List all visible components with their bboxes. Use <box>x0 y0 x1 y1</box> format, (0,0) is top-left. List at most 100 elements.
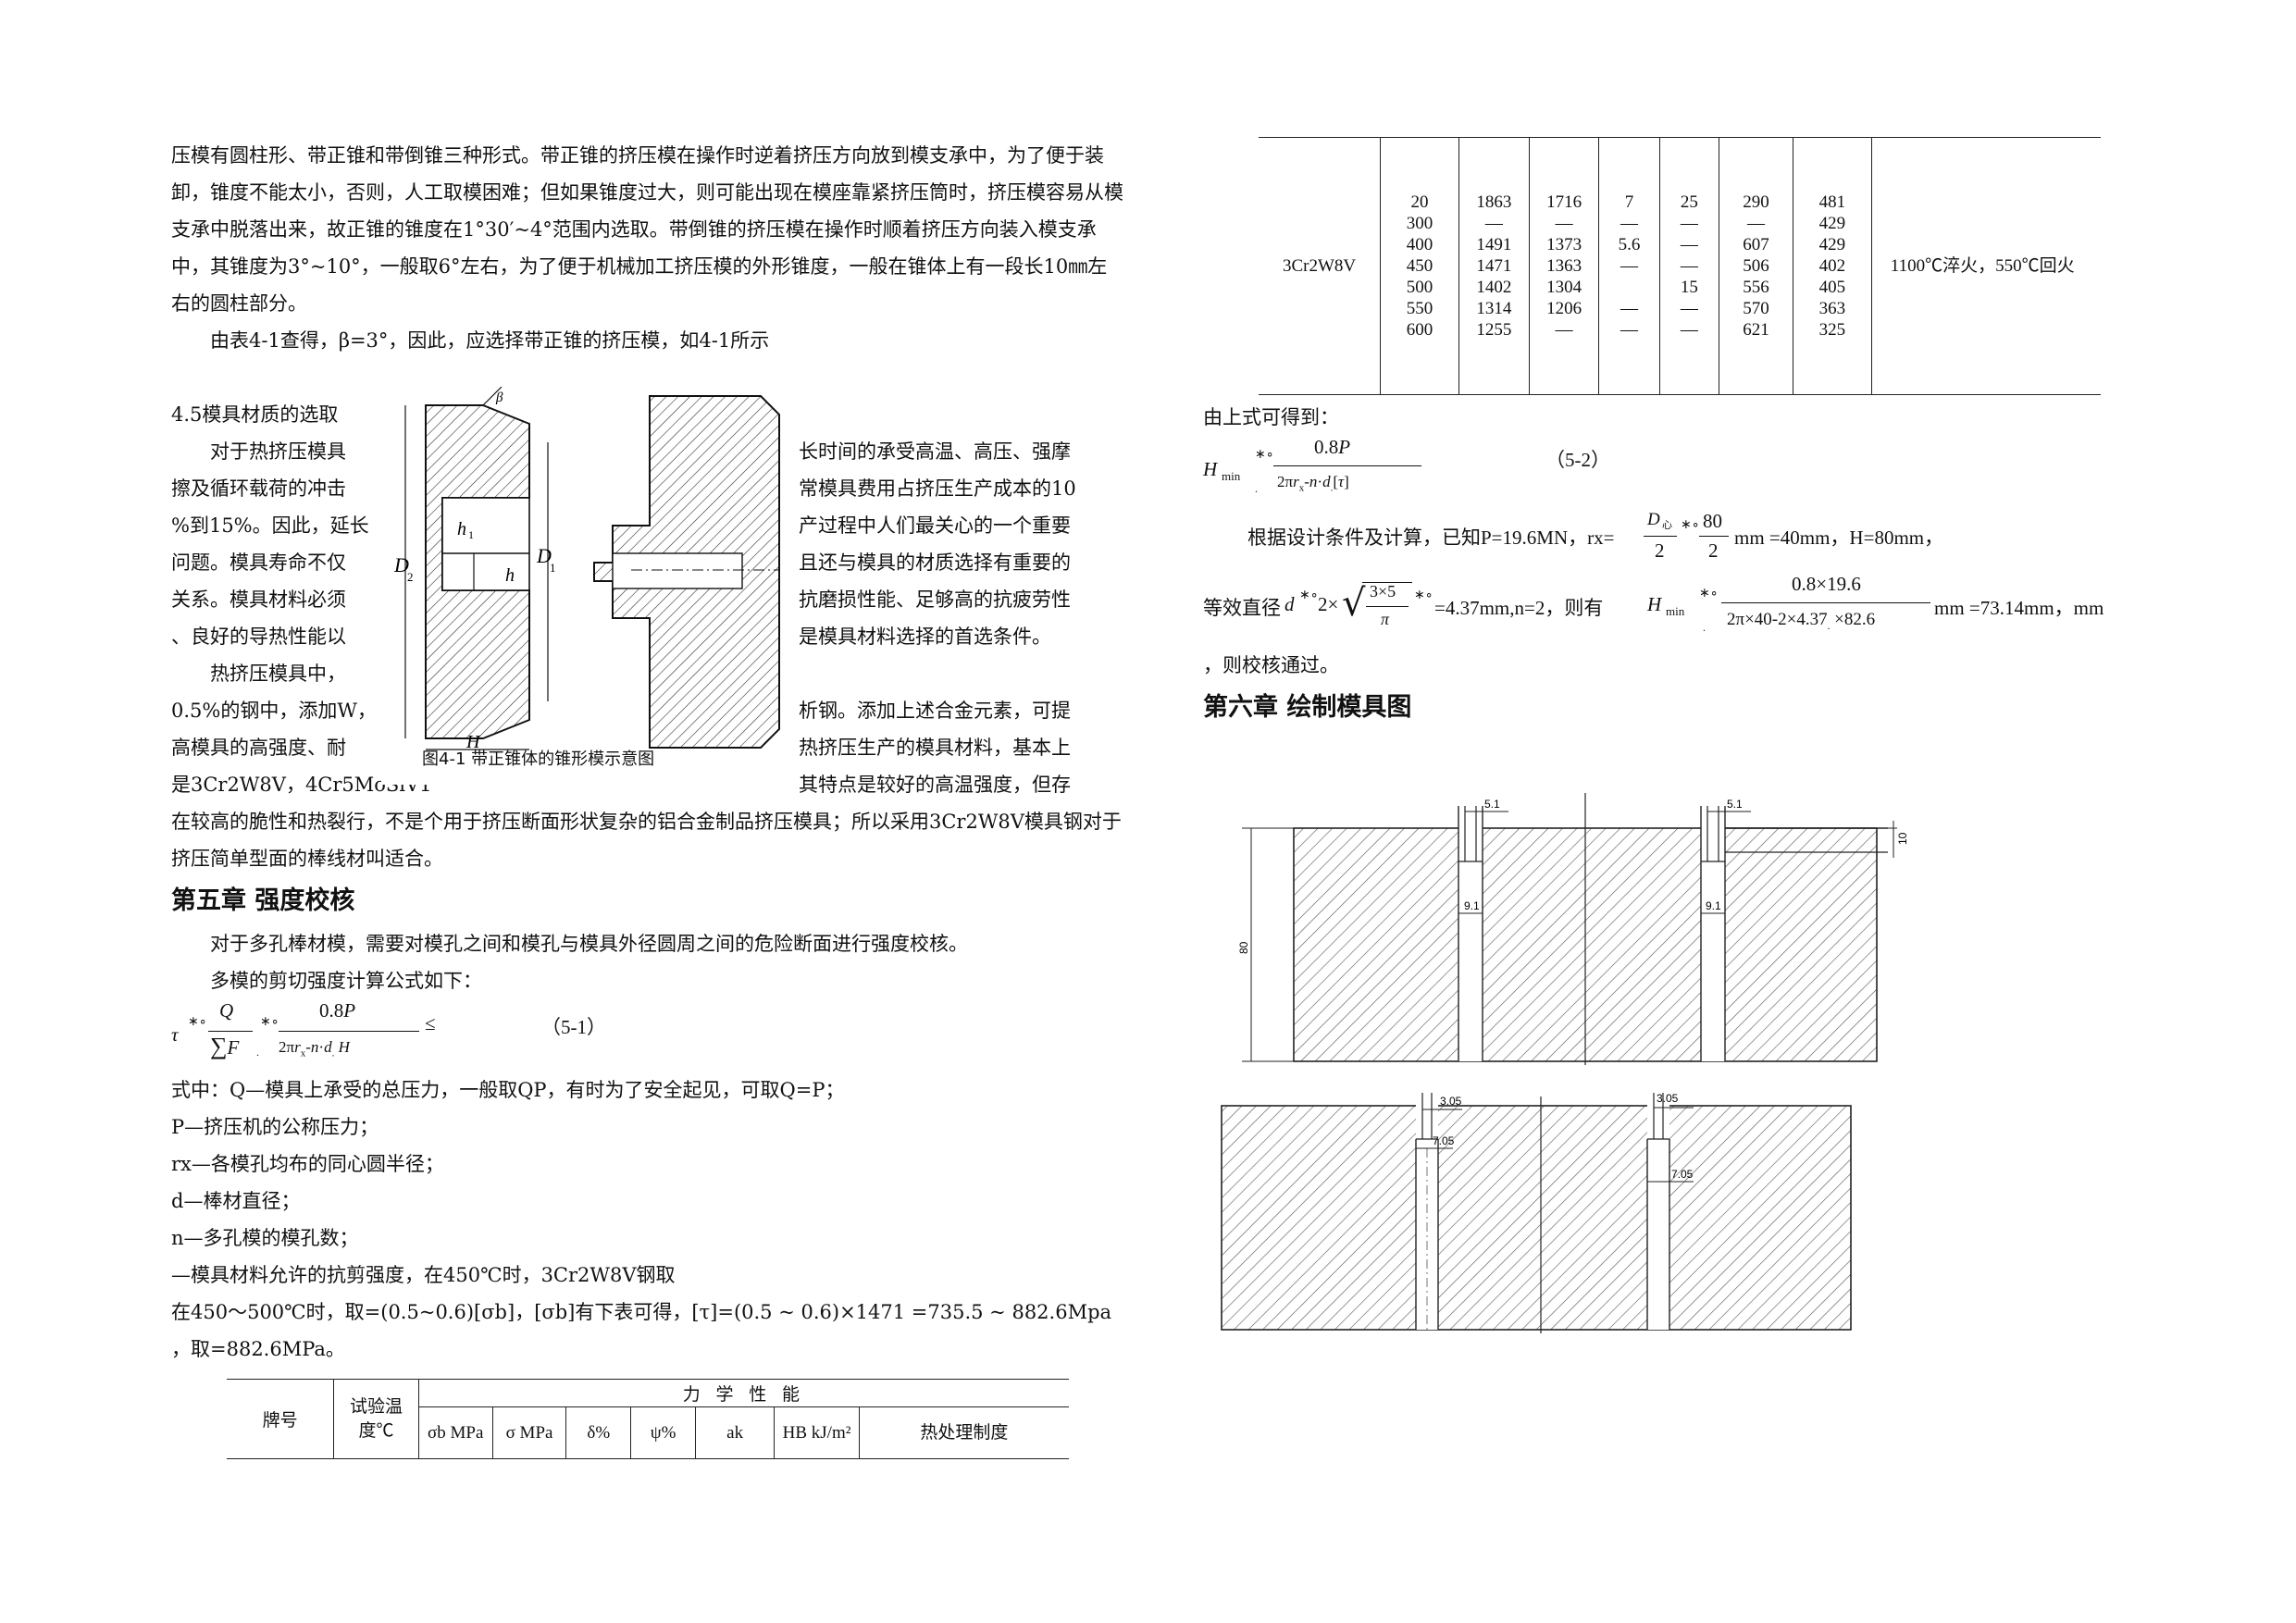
table-value: 5.6 <box>1618 235 1641 254</box>
table-header-cell: ak <box>695 1406 776 1459</box>
paragraph-beta: 由表4-1查得，β=3°，因此，应选择带正锥的挤压模，如4-1所示 <box>210 329 770 352</box>
table-value: — <box>1620 299 1639 318</box>
dim-b-hole-b: 7.05 <box>1671 1168 1694 1181</box>
mold-drawing-bottom: 3.05 3.05 7.05 7.05 <box>1221 1092 1852 1333</box>
table-value: — <box>1620 320 1639 340</box>
table-value: — <box>1620 214 1639 233</box>
table-value: 1255 <box>1476 320 1512 340</box>
table-value: 481 <box>1818 192 1846 212</box>
table-value: — <box>1484 214 1503 233</box>
line-left-text: 0.5%的钢中，添加W， <box>171 700 377 722</box>
table-value: 25 <box>1680 192 1698 212</box>
section-4-5-line: 、良好的导热性能以透性是模具材料选择的首选条件。 <box>171 618 1124 655</box>
definition-line: ，取=882.6MPa。 <box>171 1338 345 1360</box>
table-value: — <box>1555 320 1573 340</box>
dim-side-h: 10 <box>1896 832 1909 845</box>
table-value: — <box>1555 214 1573 233</box>
table-header-cell: 热处理制度 <box>920 1422 1009 1443</box>
mold-drawing-top: 5.1 5.1 9.1 9.1 10 80 <box>1237 793 1909 1065</box>
figure-4-1-caption: 图4-1 带正锥体的锥形模示意图 <box>422 750 655 769</box>
table-value: — <box>1680 299 1698 318</box>
table-cell-psi: 25———15—— <box>1659 137 1720 395</box>
table-value: 405 <box>1818 278 1846 297</box>
col-test-temp: 试验温度℃ <box>333 1379 419 1459</box>
line-right-text: 其特点是较好的高温强度，但存 <box>799 774 1071 796</box>
col-mech-props: 力 学 性 能 <box>418 1379 1069 1407</box>
line-left-text: 热挤压模具中， <box>210 663 346 685</box>
line-left-text: 擦及循环载荷的冲击 <box>171 477 346 500</box>
section-4-5-line: 对于热挤压模具分恶长时间的承受高温、高压、强摩 <box>171 433 1124 470</box>
svg-text:H: H <box>465 732 481 752</box>
paragraph-die-taper: 压模有圆柱形、带正锥和带倒锥三种形式。带正锥的挤压模在操作时逆着挤压方向放到模支… <box>171 144 1123 315</box>
check-passed: ，则校核通过。 <box>1203 654 1339 676</box>
svg-text:1: 1 <box>550 561 556 575</box>
table-value: 290 <box>1743 192 1769 212</box>
section-4-5-body: 对于热挤压模具分恶长时间的承受高温、高压、强摩擦及循环载荷的冲击用寿常模具费用占… <box>171 433 1124 803</box>
svg-text:1: 1 <box>468 528 474 541</box>
from-above: 由上式可得到： <box>1203 406 1339 428</box>
formula-5-1: τ ∗∘ Q ∑F ∗∘ 0.8P 2πrx-n·d. H . ≤ （5-1） <box>171 999 606 1059</box>
table-value: 550 <box>1406 299 1433 318</box>
ch5-paragraph-2: 多模的剪切强度计算公式如下： <box>210 970 482 992</box>
table-header-cell: HB kJ/m² <box>774 1406 860 1459</box>
table-cell-heat: 1100℃淬火，550℃回火 <box>1890 256 2075 276</box>
table-value: 500 <box>1406 278 1433 297</box>
table-value: 450 <box>1406 256 1433 276</box>
line-right-text: 常模具费用占挤压生产成本的10 <box>799 477 1076 500</box>
definition-line: P—挤压机的公称压力； <box>171 1116 379 1138</box>
svg-text:2: 2 <box>407 570 414 584</box>
table-value: 429 <box>1818 235 1846 254</box>
table-value: 1304 <box>1546 278 1582 297</box>
table-value: — <box>1680 256 1698 276</box>
table-value: 20 <box>1410 192 1429 212</box>
chapter-5-title: 第五章 强度校核 <box>171 886 355 915</box>
table-value: 1471 <box>1476 256 1512 276</box>
table-value: 402 <box>1818 256 1846 276</box>
table-value: 400 <box>1406 235 1433 254</box>
ch5-paragraph-1: 对于多孔棒材模，需要对模孔之间和模孔与模具外径圆周之间的危险断面进行强度校核。 <box>210 933 968 955</box>
table-value: 1491 <box>1476 235 1512 254</box>
formula-5-2-number: （5-2） <box>1545 449 1610 471</box>
table-value: 556 <box>1743 278 1769 297</box>
svg-text:h: h <box>457 519 466 539</box>
dim-hole-b: 9.1 <box>1706 899 1721 912</box>
svg-text:β: β <box>495 390 503 405</box>
table-value: 15 <box>1680 278 1698 297</box>
dim-hole-a: 9.1 <box>1464 899 1480 912</box>
line-right-text: 是模具材料选择的首选条件。 <box>799 626 1051 648</box>
table-header-cell: σb MPa <box>418 1406 493 1459</box>
dim-height: 80 <box>1237 941 1250 954</box>
table-value: 1314 <box>1476 299 1512 318</box>
table-value: 1863 <box>1476 192 1512 212</box>
figure-4-1: D 2 D 1 h 1 h H β 图4-1 带正锥体的锥形模示意图 <box>381 386 788 785</box>
dim-top-b: 5.1 <box>1727 798 1743 811</box>
table-value: 7 <box>1624 192 1634 212</box>
definition-line: 式中：Q—模具上承受的总压力，一般取QP，有时为了安全起见，可取Q=P； <box>171 1079 845 1101</box>
table-value: 570 <box>1743 299 1769 318</box>
line-left-text: %到15%。因此，延长 <box>171 514 369 537</box>
table-value: — <box>1680 320 1698 340</box>
table-value: — <box>1747 214 1766 233</box>
table-cell-grade: 3Cr2W8V <box>1259 137 1382 395</box>
dim-b-hole-a: 7.05 <box>1433 1134 1455 1147</box>
mold-drawings: 5.1 5.1 9.1 9.1 10 80 <box>1221 793 1909 1333</box>
line-right-text: 且还与模具的材质选择有重要的 <box>799 551 1071 574</box>
definition-line: 在450～500℃时，取=(0.5~0.6)[σb]，[σb]有下表可得，[τ]… <box>171 1301 1112 1323</box>
table-value: 1716 <box>1546 192 1582 212</box>
table-value: — <box>1620 256 1639 276</box>
table-value: 506 <box>1743 256 1769 276</box>
section-4-5-title: 4.5模具材质的选取 <box>171 403 339 426</box>
formula-5-1-number: （5-1） <box>541 1016 606 1038</box>
definition-line: d—棒材直径； <box>171 1190 301 1212</box>
table-value: 1373 <box>1546 235 1582 254</box>
equivalent-diameter: 等效直径 d ∗∘ 2× √ 3×5 π ∗∘ =4.37mm,n=2，则有 H… <box>1203 573 2104 634</box>
dim-b-top-b: 3.05 <box>1657 1092 1679 1105</box>
left-column: 压模有圆柱形、带正锥和带倒锥三种形式。带正锥的挤压模在操作时逆着挤压方向放到模支… <box>171 137 1124 1459</box>
